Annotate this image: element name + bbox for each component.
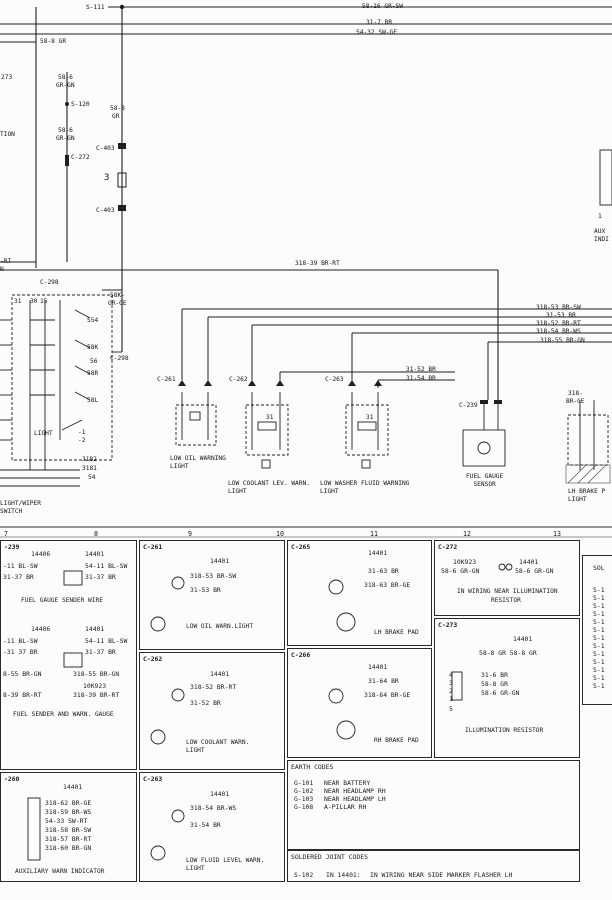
wire-label: 54-32 SW-GE (356, 29, 397, 36)
switch-pin: -1 (78, 429, 86, 436)
connector-c298: C-298 (110, 355, 129, 362)
panel-c266: C-266 14401 31-64 BR 318-64 BR-GE RH BRA… (287, 648, 432, 758)
wire-label: 58-6 (58, 127, 73, 134)
panel-c273: C-273 14401 58-8 GR 58-8 GR 4 3 2 1 5 31… (434, 618, 580, 758)
switch-pin: 15 (40, 298, 48, 305)
switch-pin: 56 (90, 358, 98, 365)
aux-indicator-caption: INDI (594, 236, 609, 243)
low-oil-light-caption: LOW OIL WARNING LIGHT (170, 455, 226, 470)
connector-c239: C-239 (459, 402, 478, 409)
panel-soldered-list: SOL S-1 S-1 S-1 S-1 S-1 S-1 S-1 S-1 S-1 … (582, 555, 612, 705)
panel-c263: C-263 14401 318-54 BR-WS 31-54 BR LOW FL… (139, 772, 285, 882)
splice-s111: S-111 (86, 4, 105, 11)
wire-label: 318-54 BR-WS (536, 328, 581, 335)
wire-label: 31-54 BR (406, 375, 436, 382)
splice-s120: S-120 (71, 101, 90, 108)
wire-label: 58-8 (110, 105, 125, 112)
aux-pin: 1 (598, 213, 602, 220)
wire-label: 31-52 BR (406, 366, 436, 373)
low-coolant-light-caption: LOW COOLANT LEV. WARN. LIGHT (228, 480, 310, 495)
wire-label: 58K- (110, 292, 125, 299)
wire-label: GR-GE (108, 300, 127, 307)
wire-label: GR-GN (56, 82, 75, 89)
panel-c260: -260 14401 318-62 BR-GE 318-59 BR-WS 54-… (0, 772, 137, 882)
pin-31: 31 (366, 414, 374, 421)
connector-c263: C-263 (325, 376, 344, 383)
wire-label: GR (112, 113, 120, 120)
panel-c239: -239 14406 14401 -11 BL-SW 31-37 BR 54-1… (0, 540, 137, 770)
panel-earth-codes: EARTH CODES G-101 NEAR BATTERY G-102 NEA… (287, 760, 580, 850)
wire-label: 31-7 BR (366, 19, 393, 26)
wire-label: 318-52 BR-RT (536, 320, 581, 327)
wire-label: BR-GE (566, 398, 585, 405)
connector-c261: C-261 (157, 376, 176, 383)
panel-c261: C-261 14401 318-53 BR-SW 31-53 BR LOW OI… (139, 540, 285, 650)
column-number: 8 (94, 530, 98, 538)
connector-c403: C-403 (96, 145, 115, 152)
wire-label: 58-6 (58, 74, 73, 81)
column-number: 12 (463, 530, 471, 538)
column-number: 13 (553, 530, 561, 538)
panel-soldered-joints: SOLDERED JOINT CODES S-102 IN 14401: IN … (287, 850, 580, 882)
wire-label: 318-39 BR-RT (295, 260, 340, 267)
wire-label: 318-53 BR-SW (536, 304, 581, 311)
column-number: 10 (276, 530, 284, 538)
wire-label: GR-GN (56, 135, 75, 142)
switch-pin: S54 (87, 317, 99, 324)
wire-label: 58-16 GR-SW (362, 3, 403, 10)
low-washer-light-caption: LOW WASHER FLUID WARNING LIGHT (320, 480, 410, 495)
edge-text: TION (0, 131, 15, 138)
switch-pin: 58L (87, 397, 99, 404)
switch-pin: LIGHT (34, 430, 53, 437)
panel-c262: C-262 14401 318-52 BR-RT 31-52 BR LOW CO… (139, 652, 285, 770)
pin-31: 31 (266, 414, 274, 421)
wire-label: 58-8 GR (40, 38, 67, 45)
switch-pin: 31 (14, 298, 22, 305)
connector-c272: C-272 (71, 154, 90, 161)
switch-pin: 58K (87, 344, 99, 351)
switch-pin: 58R (87, 370, 99, 377)
wire-label: 3181 (82, 465, 97, 472)
switch-pin: 30 (30, 298, 38, 305)
connector-c403: C-403 (96, 207, 115, 214)
switch-pin: -2 (78, 437, 86, 444)
edge-text: -RT (0, 258, 12, 265)
connector-c298: C-298 (40, 279, 59, 286)
wire-label: 54 (88, 474, 96, 481)
switch-caption: LIGHT/WIPER SWITCH (0, 500, 41, 515)
wire-label: 318- (568, 390, 583, 397)
column-number: 7 (4, 530, 8, 538)
wire-label: 31-53 BR (546, 312, 576, 319)
lh-brake-pad-light-caption: LH BRAKE P LIGHT (568, 488, 606, 503)
wire-label: 273 (1, 74, 13, 81)
aux-indicator-caption: AUX (594, 228, 606, 235)
panel-c272: C-272 10K923 14401 58-6 GR-GN 58-6 GR-GN… (434, 540, 580, 616)
wire-label: 3182 (82, 456, 97, 463)
wire-label: 318-55 BR-GN (540, 337, 585, 344)
edge-text: N (0, 266, 4, 273)
connector-c262: C-262 (229, 376, 248, 383)
fuel-gauge-sensor-caption: FUEL GAUGE SENSOR (466, 473, 504, 488)
column-number: 11 (370, 530, 378, 538)
panel-c265: C-265 14401 31-63 BR 318-63 BR-GE LH BRA… (287, 540, 432, 646)
column-number: 9 (188, 530, 192, 538)
fuse-number: 3 (104, 173, 110, 183)
